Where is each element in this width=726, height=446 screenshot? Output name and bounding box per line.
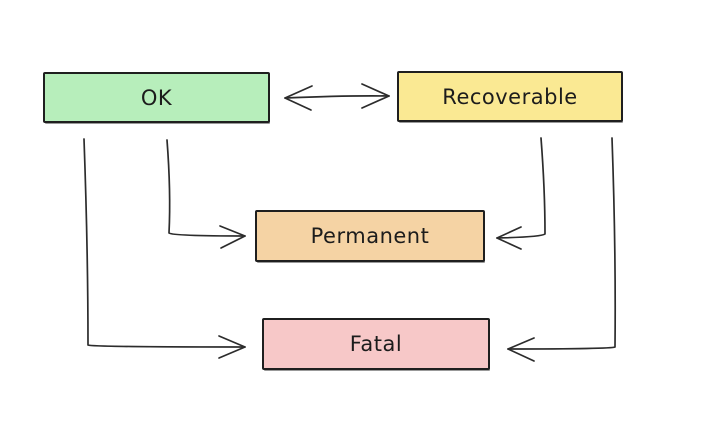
node-recoverable-label: Recoverable <box>442 84 578 109</box>
node-recoverable: Recoverable <box>397 71 623 122</box>
node-permanent-label: Permanent <box>310 224 430 248</box>
node-fatal-label: Fatal <box>349 332 403 356</box>
node-permanent: Permanent <box>255 210 485 262</box>
edge-ok-recoverable-arrow <box>284 83 390 111</box>
edge-recoverable-permanent-arrow <box>496 137 546 250</box>
edge-ok-fatal-arrow <box>83 138 246 359</box>
node-ok-label: OK <box>140 85 173 110</box>
edge-recoverable-fatal-arrow <box>507 137 617 362</box>
edge-ok-permanent-arrow <box>166 139 246 249</box>
node-fatal: Fatal <box>262 318 490 370</box>
node-ok: OK <box>43 72 270 123</box>
